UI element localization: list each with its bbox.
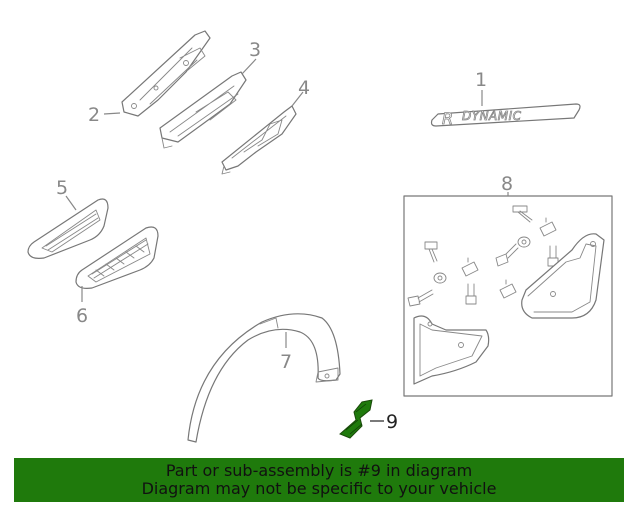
emblem-mark: R xyxy=(442,109,454,128)
part-4-bracket[interactable] xyxy=(221,105,297,175)
callout-9: 9 xyxy=(386,411,398,433)
callout-7: 7 xyxy=(280,351,292,373)
kit-bolt xyxy=(424,241,438,263)
callout-8: 8 xyxy=(501,173,513,195)
part-7-wheel-arch[interactable] xyxy=(187,313,341,443)
callout-2: 2 xyxy=(88,104,100,126)
callout-6: 6 xyxy=(76,305,88,327)
part-6-grille[interactable] xyxy=(75,226,159,289)
callout-1: 1 xyxy=(475,69,487,91)
part-5-vent[interactable] xyxy=(27,198,109,259)
part-9-bracket[interactable] xyxy=(339,399,373,439)
leader-4 xyxy=(291,91,304,107)
callout-3: 3 xyxy=(249,39,261,61)
banner-line-1: Part or sub-assembly is #9 in diagram xyxy=(165,461,473,480)
part-2-bracket[interactable] xyxy=(121,30,211,117)
kit-bolt xyxy=(407,289,434,307)
emblem-text: DYNAMIC xyxy=(462,109,522,123)
leader-5 xyxy=(65,195,77,211)
kit-bolt xyxy=(495,243,519,267)
kit-bolt xyxy=(465,283,477,305)
banner-line-2: Diagram may not be specific to your vehi… xyxy=(141,479,497,498)
info-banner: Part or sub-assembly is #9 in diagram Di… xyxy=(14,458,624,502)
leader-2 xyxy=(103,112,121,115)
kit-bolt xyxy=(512,205,533,223)
leader-3 xyxy=(241,58,257,75)
part-3-bracket[interactable] xyxy=(159,71,247,149)
part-8-mudflap-kit[interactable] xyxy=(403,195,613,397)
callout-5: 5 xyxy=(56,177,68,199)
part-1-emblem[interactable]: R DYNAMIC xyxy=(430,103,581,128)
callout-4: 4 xyxy=(298,77,310,99)
